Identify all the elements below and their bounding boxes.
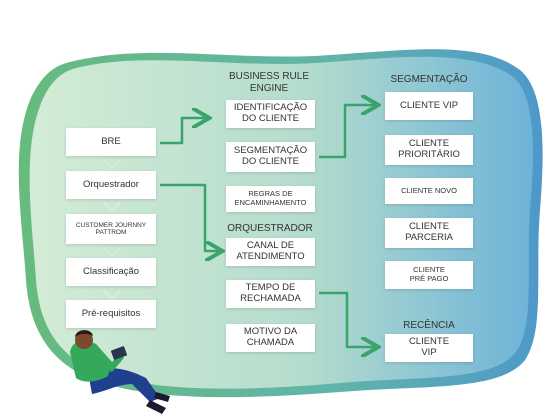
- chevron-down-icon: [103, 247, 121, 257]
- person-head: [75, 331, 93, 349]
- person-torso: [70, 340, 112, 382]
- arrow-orquestrador-to-canal: [160, 183, 220, 251]
- header-recencia: RECÊNCIA: [403, 320, 455, 331]
- node-regras-de-encaminhamento: REGRAS DE ENCAMINHAMENTO: [226, 186, 315, 212]
- node-cliente-pre-pago: CLIENTE PRÉ PAGO: [385, 261, 473, 289]
- arrow-bre-to-identificacao: [160, 118, 207, 145]
- node-customer-journey: CUSTOMER JOURNNY PATTROM: [66, 214, 156, 244]
- arrow-tempo-to-recencia: [319, 291, 376, 347]
- arrow-segmentacao-to-cliente-vip: [319, 105, 376, 159]
- chevron-down-icon: [103, 159, 121, 169]
- node-motivo-da-chamada: MOTIVO DA CHAMADA: [226, 324, 315, 352]
- chevron-down-icon: [103, 290, 121, 300]
- node-orquestrador: Orquestrador: [66, 171, 156, 199]
- node-recencia-cliente-vip: CLIENTE VIP: [385, 334, 473, 362]
- node-classificacao: Classificação: [66, 258, 156, 286]
- node-identificacao-do-cliente: IDENTIFICAÇÃO DO CLIENTE: [226, 100, 315, 128]
- node-pre-requisitos: Pré-requisitos: [66, 300, 156, 328]
- node-segmentacao-do-cliente: SEGMENTAÇÃO DO CLIENTE: [226, 142, 315, 172]
- chevron-down-icon: [103, 202, 121, 212]
- left-column-chevrons: [103, 159, 121, 300]
- node-tempo-de-rechamada: TEMPO DE RECHAMADA: [226, 280, 315, 308]
- person-shoes: [146, 392, 170, 414]
- header-segmentacao: SEGMENTAÇÃO: [390, 74, 468, 85]
- person-reading-illustration: [70, 330, 170, 414]
- header-orquestrador: ORQUESTRADOR: [227, 223, 313, 234]
- node-cliente-vip: CLIENTE VIP: [385, 92, 473, 120]
- node-bre: BRE: [66, 128, 156, 156]
- header-business-rule-engine: BUSINESS RULE ENGINE: [228, 71, 310, 94]
- node-cliente-prioritario: CLIENTE PRIORITÁRIO: [385, 135, 473, 165]
- tablet-icon: [110, 346, 128, 360]
- person-hair: [75, 330, 93, 337]
- node-cliente-parceria: CLIENTE PARCERIA: [385, 218, 473, 248]
- node-canal-de-atendimento: CANAL DE ATENDIMENTO: [226, 238, 315, 266]
- node-cliente-novo: CLIENTE NOVO: [385, 178, 473, 204]
